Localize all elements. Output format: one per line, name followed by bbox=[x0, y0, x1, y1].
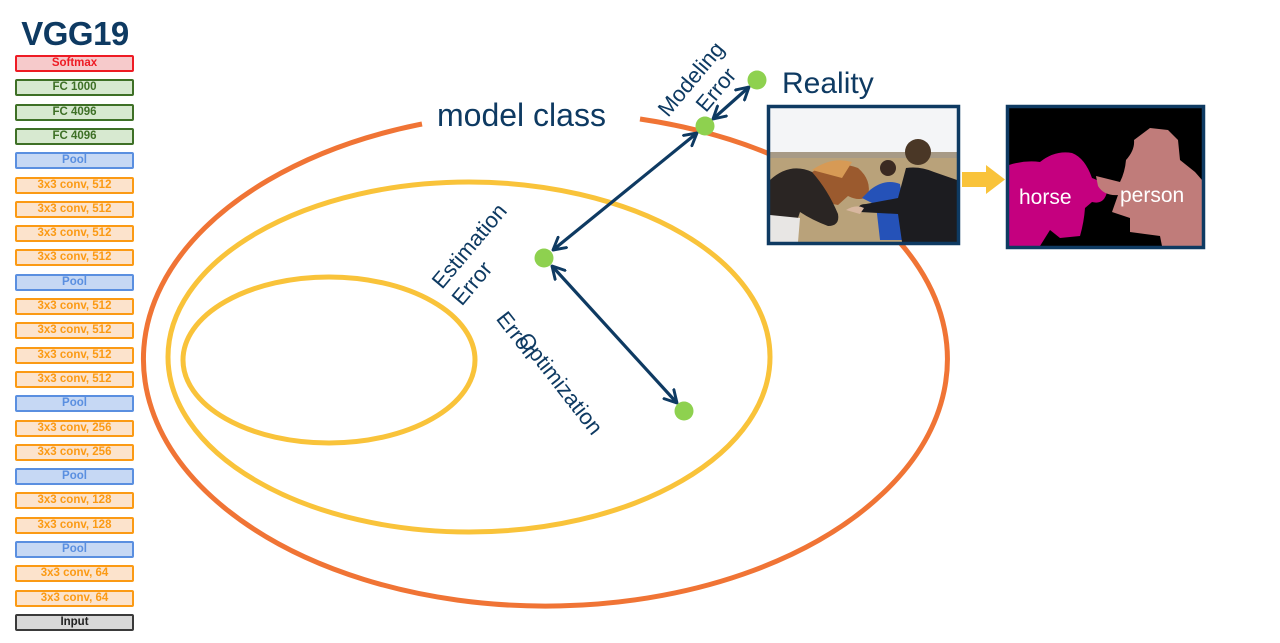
layer-conv: 3x3 conv, 256 bbox=[15, 443, 134, 461]
person-segment-label: person bbox=[1120, 184, 1184, 207]
layer-pool: Pool bbox=[15, 273, 134, 291]
best-in-class-point bbox=[695, 116, 715, 136]
layer-conv: 3x3 conv, 512 bbox=[15, 370, 134, 388]
layer-fc: FC 4096 bbox=[15, 127, 134, 145]
layer-conv: 3x3 conv, 512 bbox=[15, 176, 134, 194]
layer-conv: 3x3 conv, 128 bbox=[15, 492, 134, 510]
modeling-error-arrow bbox=[713, 87, 749, 119]
person-segment bbox=[1096, 128, 1202, 246]
layer-pool: Pool bbox=[15, 152, 134, 170]
estimation-error-label: Estimation Error bbox=[427, 198, 512, 309]
layer-conv: 3x3 conv, 256 bbox=[15, 419, 134, 437]
segmentation-mask: horse person bbox=[1005, 104, 1206, 250]
horse-segment bbox=[1009, 152, 1107, 246]
layer-conv: 3x3 conv, 512 bbox=[15, 346, 134, 364]
vgg19-title: VGG19 bbox=[21, 15, 129, 52]
model-class-label: model class bbox=[437, 97, 606, 133]
reality-label: Reality bbox=[782, 67, 874, 100]
layer-conv: 3x3 conv, 512 bbox=[15, 322, 134, 340]
layer-conv: 3x3 conv, 512 bbox=[15, 200, 134, 218]
layer-conv: 3x3 conv, 512 bbox=[15, 225, 134, 243]
model-class-ellipse bbox=[140, 116, 950, 609]
layer-softmax: Softmax bbox=[15, 55, 134, 72]
layer-pool: Pool bbox=[15, 468, 134, 486]
input-photo bbox=[766, 104, 961, 246]
optimization-error-arrow bbox=[552, 266, 677, 403]
layer-fc: FC 4096 bbox=[15, 103, 134, 121]
layer-conv: 3x3 conv, 64 bbox=[15, 565, 134, 583]
estimation-subset-ellipse bbox=[165, 179, 773, 535]
layer-pool: Pool bbox=[15, 541, 134, 558]
reality-point bbox=[747, 70, 767, 90]
layer-conv: 3x3 conv, 512 bbox=[15, 249, 134, 267]
horse-segment-label: horse bbox=[1019, 186, 1072, 209]
layer-conv: 3x3 conv, 512 bbox=[15, 298, 134, 315]
layer-pool: Pool bbox=[15, 395, 134, 413]
optimized-model-point bbox=[674, 401, 694, 421]
optimization-subset-ellipse bbox=[180, 274, 478, 446]
segmentation-arrow bbox=[962, 165, 1005, 194]
optimization-error-label: Optimization Error bbox=[491, 307, 608, 440]
layer-conv: 3x3 conv, 128 bbox=[15, 516, 134, 534]
estimated-model-point bbox=[534, 248, 554, 268]
layer-fc: FC 1000 bbox=[15, 79, 134, 97]
layer-input: Input bbox=[15, 613, 134, 631]
layer-conv: 3x3 conv, 64 bbox=[15, 589, 134, 607]
estimation-error-arrow bbox=[553, 133, 697, 250]
